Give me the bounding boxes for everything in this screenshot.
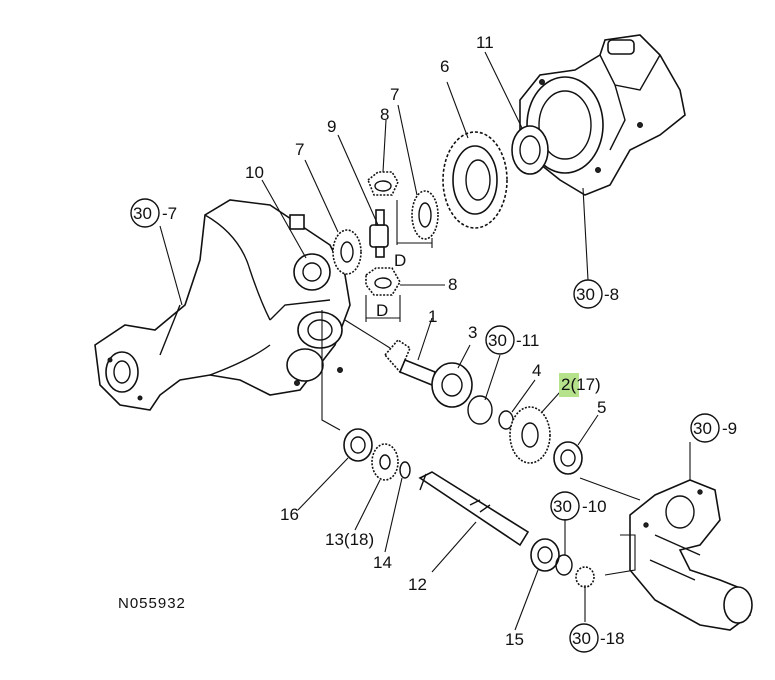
ring-30-10 (555, 554, 573, 576)
bearing-5 (553, 441, 583, 475)
reference-30-11: 30 -11 (485, 325, 539, 355)
figure-code: N055932 (118, 595, 186, 612)
dimension-label-d-upper: D (394, 251, 406, 270)
callout-11: 11 (476, 33, 494, 52)
ref-30-18-number: 30 (572, 629, 591, 648)
pinion-shaft (383, 338, 436, 387)
callout-7-upper: 7 (390, 85, 399, 104)
ref-30-11-number: 30 (488, 331, 507, 350)
snap-ring-14 (399, 461, 411, 479)
dimension-d-lower (365, 295, 401, 322)
callout-13: 13(18) (325, 530, 374, 549)
pinion-gear-lower (365, 267, 401, 296)
callout-7-left: 7 (295, 140, 304, 159)
dimension-label-d-lower: D (376, 301, 388, 320)
cross-shaft (369, 209, 389, 258)
bearing-11 (511, 125, 549, 175)
ref-30-8-suffix: -8 (604, 285, 619, 304)
bearing-10 (293, 253, 331, 291)
left-axle-housing (94, 199, 351, 411)
callout-5: 5 (597, 398, 606, 417)
callout-8-lower: 8 (448, 275, 457, 294)
callout-4: 4 (532, 361, 541, 380)
part-callouts: 1 2(17) 3 4 5 6 7 7 8 8 9 10 11 12 13(18… (245, 33, 606, 649)
ref-30-7-number: 30 (133, 204, 152, 223)
highlight-box (559, 373, 579, 397)
bearing-16 (343, 428, 373, 462)
callout-14: 14 (373, 553, 392, 572)
leader-lines (159, 51, 691, 631)
ring-gear (442, 131, 508, 229)
reference-30-7: 30 -7 (130, 198, 177, 228)
ref-30-9-number: 30 (693, 419, 712, 438)
reference-30-10: 30 -10 (550, 491, 607, 521)
callout-8-upper: 8 (380, 105, 389, 124)
callout-1: 1 (428, 307, 437, 326)
callout-9: 9 (327, 117, 336, 136)
gear-2 (509, 406, 551, 464)
callout-6: 6 (440, 57, 449, 76)
snap-ring-30-11 (467, 395, 493, 425)
gear-13 (371, 443, 399, 481)
right-lower-housing (629, 479, 753, 631)
callout-2: 2(17) (561, 375, 601, 394)
callout-10: 10 (245, 163, 264, 182)
ref-30-10-number: 30 (553, 497, 572, 516)
ref-30-18-suffix: -18 (600, 629, 625, 648)
ref-30-9-suffix: -9 (722, 419, 737, 438)
callout-12: 12 (408, 575, 427, 594)
callout-3: 3 (468, 323, 477, 342)
reference-30-8: 30 -8 (573, 279, 619, 309)
shaft-12 (418, 471, 530, 547)
bearing-15 (530, 538, 560, 572)
callout-15: 15 (505, 630, 524, 649)
dimension-d-upper (396, 200, 433, 248)
side-gear-right (411, 190, 439, 240)
callout-16: 16 (280, 505, 299, 524)
ring-4 (498, 410, 514, 430)
reference-30-9: 30 -9 (690, 413, 737, 443)
ref-30-10-suffix: -10 (582, 497, 607, 516)
nut-30-18 (575, 566, 595, 588)
right-upper-housing (519, 34, 686, 196)
pinion-gear-upper (367, 171, 399, 196)
ref-30-8-number: 30 (576, 285, 595, 304)
reference-30-18: 30 -18 (569, 623, 625, 653)
bearing-3 (431, 362, 473, 408)
ref-30-7-suffix: -7 (162, 204, 177, 223)
ref-30-11-suffix: -11 (516, 331, 539, 350)
side-gear-left (332, 229, 362, 275)
